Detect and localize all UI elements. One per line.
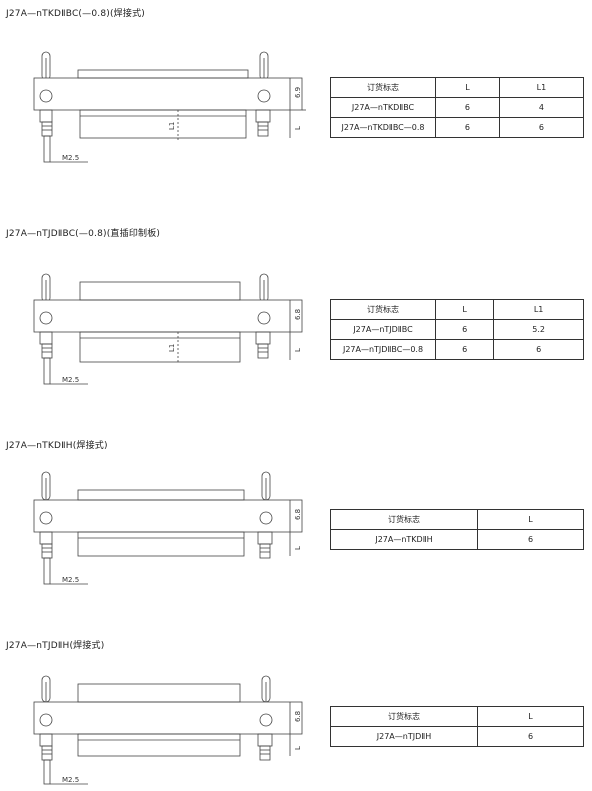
table-cell: 6	[435, 97, 500, 118]
connector-drawing: 6.8 L M2.5	[33, 471, 303, 585]
table-cell: 5.2	[493, 319, 584, 340]
thread-label: M2.5	[62, 376, 79, 384]
table-header: 订货标志	[330, 77, 436, 98]
table-row: J27A—nTKDⅡBC 6 4	[330, 97, 585, 118]
spec-table: 订货标志 L J27A—nTJDⅡH 6	[330, 706, 584, 747]
connector-drawing: 6.9 L L1 M2.5	[33, 51, 306, 163]
thread-label: M2.5	[62, 154, 79, 162]
table-cell: 6	[434, 339, 495, 360]
section-title: J27A—nTJDⅡH(焊接式)	[6, 641, 105, 651]
table-cell: J27A—nTJDⅡBC	[330, 319, 436, 340]
spec-table: 订货标志 L L1 J27A—nTJDⅡBC 6 5.2 J27A—nTJDⅡB…	[330, 299, 584, 360]
section-2: J27A—nTJDⅡBC(—0.8)(直插印制板) 6.8 L L1 M2.5 …	[0, 220, 592, 420]
table-row: J27A—nTKDⅡH 6	[330, 529, 584, 550]
table-cell: 4	[498, 97, 585, 118]
table-row: J27A—nTJDⅡBC 6 5.2	[330, 319, 584, 340]
table-header: 订货标志	[330, 706, 478, 727]
table-header: L	[477, 509, 584, 530]
table-header: L	[434, 299, 495, 320]
section-title: J27A—nTKDⅡBC(—0.8)(焊接式)	[6, 9, 145, 19]
table-header-row: 订货标志 L	[330, 706, 584, 727]
table-header: L	[477, 706, 584, 727]
l-dim-label: L	[294, 746, 302, 750]
table-cell: J27A—nTKDⅡH	[330, 529, 478, 550]
table-cell: J27A—nTKDⅡBC—0.8	[330, 117, 436, 138]
table-cell: 6	[434, 319, 495, 340]
table-cell: 6	[477, 726, 584, 747]
l-dim-label: L	[294, 546, 302, 550]
section-title: J27A—nTJDⅡBC(—0.8)(直插印制板)	[6, 229, 161, 239]
section-3: J27A—nTKDⅡH(焊接式) 6.8 L M2.5 订货标志 L J27	[0, 432, 592, 612]
height-dim-label: 6.8	[294, 711, 302, 722]
table-header-row: 订货标志 L L1	[330, 299, 584, 320]
table-header: 订货标志	[330, 509, 478, 530]
thread-label: M2.5	[62, 576, 79, 584]
table-row: J27A—nTKDⅡBC—0.8 6 6	[330, 117, 585, 138]
connector-drawing: 6.8 L M2.5	[33, 675, 303, 785]
table-header: 订货标志	[330, 299, 436, 320]
table-header-row: 订货标志 L	[330, 509, 584, 530]
section-title: J27A—nTKDⅡH(焊接式)	[6, 441, 108, 451]
table-cell: 6	[435, 117, 500, 138]
table-header: L	[435, 77, 500, 98]
table-header: L1	[498, 77, 585, 98]
table-cell: 6	[498, 117, 585, 138]
connector-drawing: 6.8 L L1 M2.5	[33, 273, 303, 385]
table-header-row: 订货标志 L L1	[330, 77, 585, 98]
table-row: J27A—nTJDⅡH 6	[330, 726, 584, 747]
l-dim-label: L	[294, 348, 302, 352]
height-dim-label: 6.8	[294, 309, 302, 320]
section-4: J27A—nTJDⅡH(焊接式) 6.8 L M2.5 订货标志 L J27	[0, 632, 592, 791]
table-cell: J27A—nTKDⅡBC	[330, 97, 436, 118]
section-1: J27A—nTKDⅡBC(—0.8)(焊接式) 6.9 L	[0, 0, 592, 200]
table-header: L1	[493, 299, 584, 320]
l1-dim-label: L1	[168, 122, 176, 130]
table-cell: 6	[493, 339, 584, 360]
height-dim-label: 6.8	[294, 509, 302, 520]
spec-table: 订货标志 L L1 J27A—nTKDⅡBC 6 4 J27A—nTKDⅡBC—…	[330, 77, 585, 138]
table-cell: 6	[477, 529, 584, 550]
thread-label: M2.5	[62, 776, 79, 784]
l-dim-label: L	[294, 126, 302, 130]
l1-dim-label: L1	[168, 344, 176, 352]
table-cell: J27A—nTJDⅡH	[330, 726, 478, 747]
spec-table: 订货标志 L J27A—nTKDⅡH 6	[330, 509, 584, 550]
height-dim-label: 6.9	[294, 87, 302, 98]
table-row: J27A—nTJDⅡBC—0.8 6 6	[330, 339, 584, 360]
table-cell: J27A—nTJDⅡBC—0.8	[330, 339, 436, 360]
